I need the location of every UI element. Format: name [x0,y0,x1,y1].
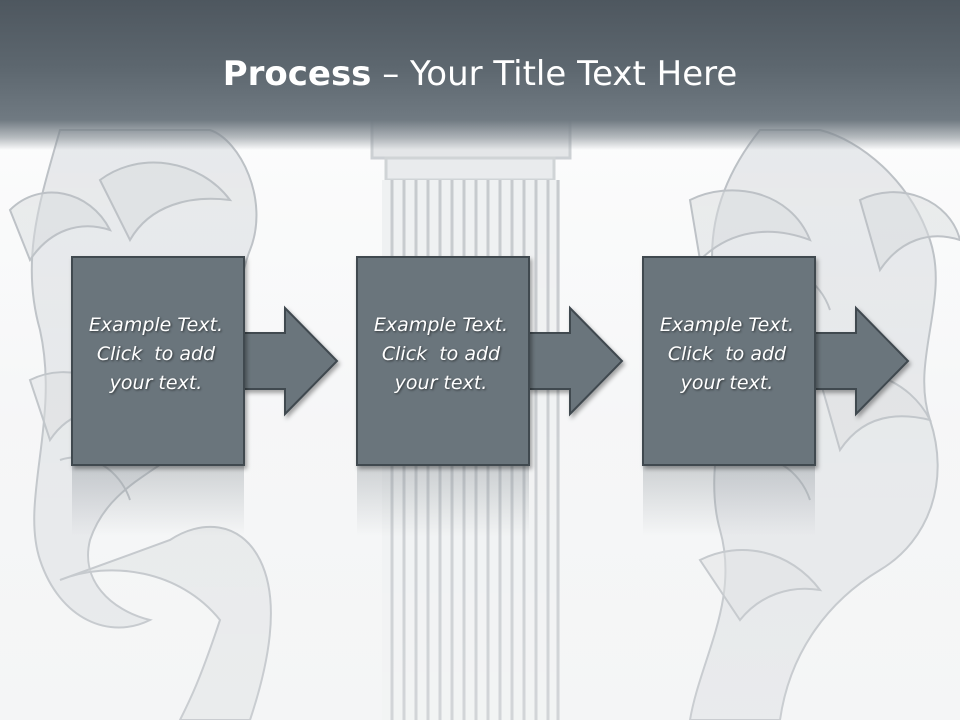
step-2-line-2: Click to add [381,343,501,365]
arrow-3 [814,305,910,417]
process-step-3[interactable] [642,256,910,536]
slide-title[interactable]: Process – Your Title Text Here [0,52,960,96]
step-1-box [71,256,245,466]
step-2-box [356,256,530,466]
step-1-line-2: Click to add [96,343,216,365]
title-rest: – Your Title Text Here [371,54,738,94]
step-2-reflection [357,466,529,536]
arrow-1 [243,305,339,417]
process-step-2[interactable] [356,256,624,536]
arrow-2 [528,305,624,417]
title-bar [0,0,960,150]
step-1-reflection [72,466,244,536]
step-3-reflection [643,466,815,536]
step-1-text[interactable]: Example Text. Click to add your text. [72,311,240,398]
step-1-line-3: your text. [109,372,203,394]
step-2-text[interactable]: Example Text. Click to add your text. [357,311,525,398]
title-bold: Process [222,54,372,94]
step-3-line-1: Example Text. [659,314,795,336]
step-3-box [642,256,816,466]
step-2-line-1: Example Text. [373,314,509,336]
step-2-line-3: your text. [394,372,488,394]
process-step-1[interactable] [71,256,339,536]
step-3-line-2: Click to add [667,343,787,365]
step-1-line-1: Example Text. [88,314,224,336]
step-3-line-3: your text. [680,372,774,394]
step-3-text[interactable]: Example Text. Click to add your text. [643,311,811,398]
